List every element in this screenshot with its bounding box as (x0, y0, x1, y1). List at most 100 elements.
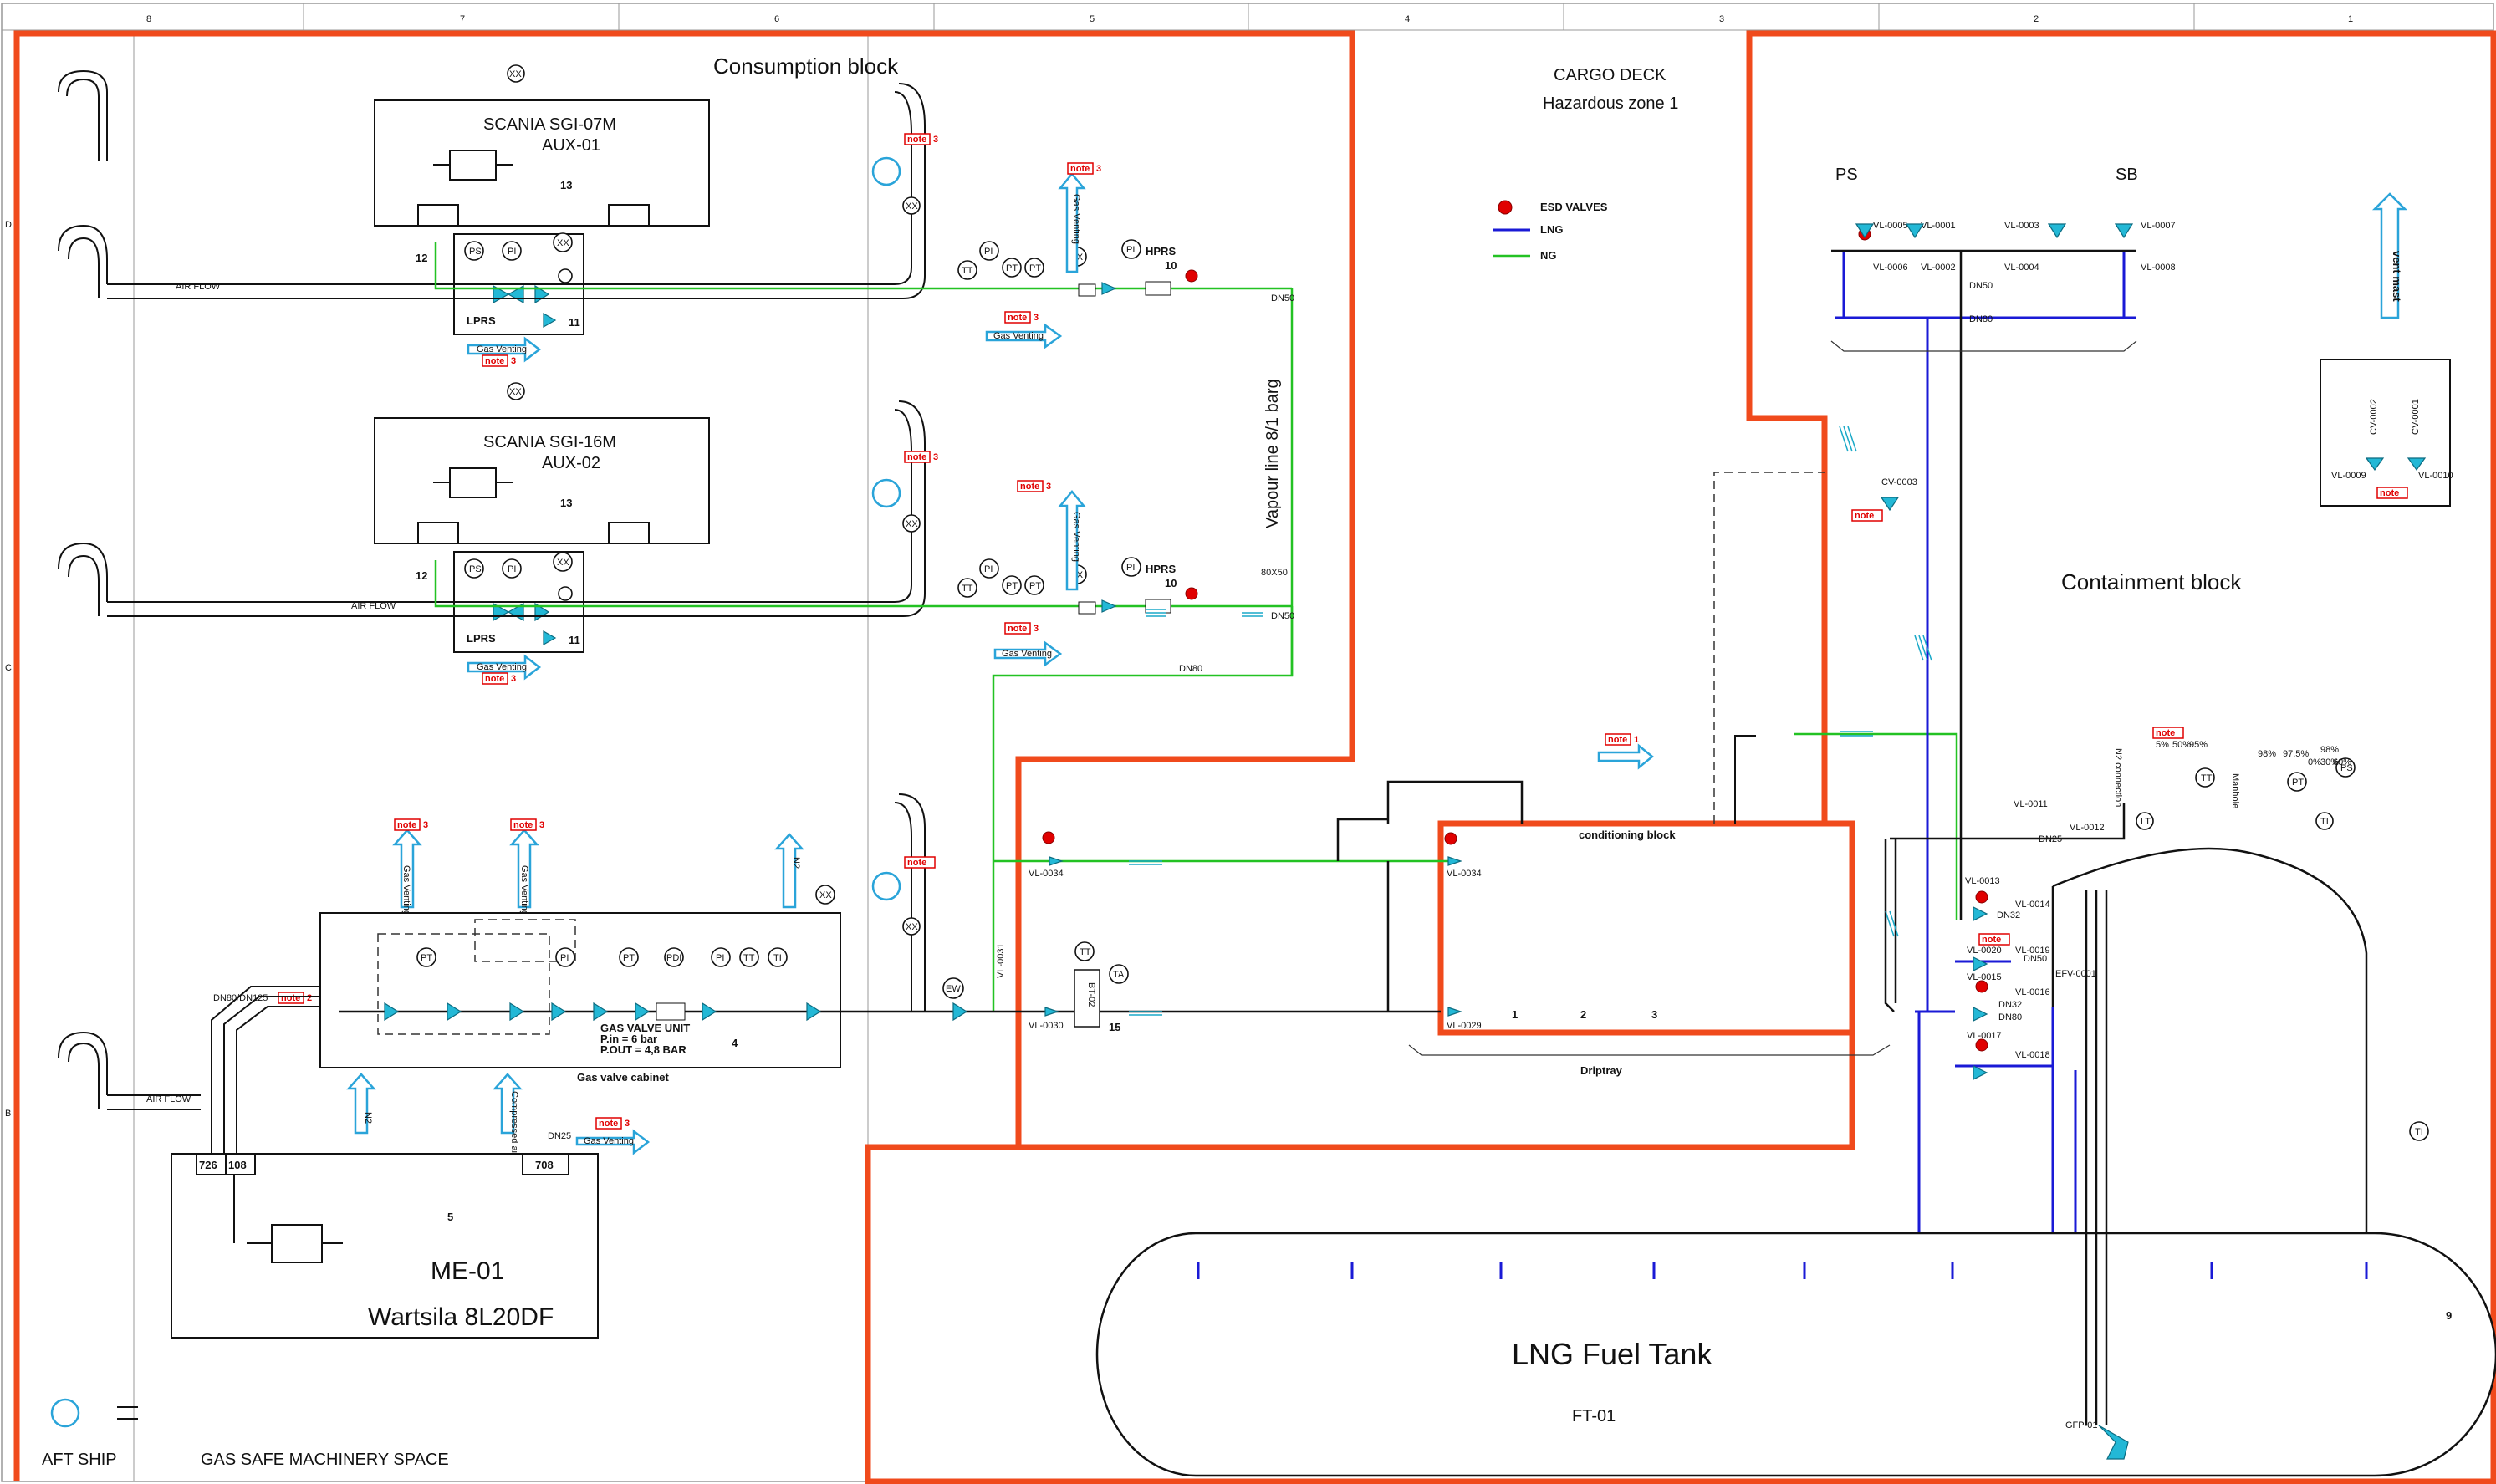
svg-text:TT: TT (1080, 947, 1091, 957)
tank-pump (2098, 1425, 2129, 1460)
ng-lines (434, 242, 1958, 1012)
air-ducts (58, 69, 926, 1420)
gvu-cabinet-label: Gas valve cabinet (577, 1071, 670, 1084)
svg-text:VL-0019: VL-0019 (2015, 946, 2050, 956)
gas-valve-cabinet: GAS VALVE UNIT P.in = 6 bar P.OUT = 4,8 … (213, 885, 1018, 1141)
svg-text:726: 726 (199, 1159, 217, 1171)
svg-text:note: note (281, 993, 300, 1003)
svg-text:VL-0020: VL-0020 (1967, 946, 2002, 956)
svg-text:note: note (485, 356, 504, 366)
fan-aft (50, 1398, 80, 1428)
lng-lines (1198, 251, 2375, 1405)
svg-text:CV-0003: CV-0003 (1881, 477, 1917, 487)
svg-text:VL-0002: VL-0002 (1921, 263, 1956, 273)
aux-engine-1: XX SCANIA SGI-07M AUX-01 13 12 LPRS 11 P… (374, 64, 710, 335)
svg-text:CV-0002: CV-0002 (2369, 399, 2379, 435)
svg-text:DN50: DN50 (1271, 611, 1294, 621)
svg-text:Gas Venting: Gas Venting (1071, 194, 1081, 244)
svg-text:VL-0007: VL-0007 (2141, 221, 2176, 231)
svg-text:VL-0008: VL-0008 (2141, 263, 2176, 273)
svg-text:30%: 30% (2320, 757, 2339, 767)
cargo-deck-label: CARGO DECK (1554, 66, 1667, 84)
tank-id: FT-01 (1572, 1407, 1616, 1425)
ruler-8: 8 (146, 14, 151, 24)
lprs-1-label: LPRS (467, 314, 496, 327)
svg-text:VL-0004: VL-0004 (2004, 263, 2039, 273)
hazard-zone-outline (1015, 759, 1855, 1150)
tank-tag: 9 (2446, 1309, 2452, 1322)
svg-text:10: 10 (1165, 259, 1177, 272)
svg-text:708: 708 (535, 1159, 554, 1171)
svg-text:PI: PI (984, 564, 993, 574)
svg-text:VL-0031: VL-0031 (996, 943, 1006, 978)
svg-text:DN25: DN25 (548, 1131, 571, 1141)
svg-text:15: 15 (1109, 1021, 1120, 1033)
vent-fans: XX XX XX (50, 156, 921, 1428)
svg-text:TT: TT (962, 266, 973, 276)
main-engine-model: Wartsila 8L20DF (368, 1303, 554, 1331)
fan-3 (871, 871, 901, 901)
svg-text:50%: 50% (2172, 740, 2191, 750)
svg-text:VL-0018: VL-0018 (2015, 1050, 2050, 1060)
svg-text:80X50: 80X50 (1261, 568, 1288, 578)
svg-text:3: 3 (511, 674, 516, 684)
svg-text:PI: PI (1126, 563, 1135, 573)
svg-text:note: note (599, 1119, 618, 1129)
svg-text:BT-02: BT-02 (1086, 982, 1096, 1007)
sb-label: SB (2116, 166, 2138, 184)
tank-dome: VL-0011 VL-0012 VL-0013 VL-0014 VL-0020 … (1884, 740, 2429, 1233)
n2-arrows: N2 Compressed air N2 (346, 833, 804, 1156)
svg-text:note: note (2156, 728, 2175, 738)
svg-text:95%: 95% (2189, 740, 2208, 750)
svg-text:11: 11 (569, 634, 580, 646)
main-engine-body (171, 1153, 599, 1339)
svg-text:AIR FLOW: AIR FLOW (146, 1094, 191, 1104)
svg-text:XX: XX (906, 201, 918, 212)
svg-text:PT: PT (623, 953, 635, 963)
aux-engine-1-name: SCANIA SGI-07M (483, 115, 616, 134)
consumption-block-title: Consumption block (713, 54, 899, 79)
svg-text:Gas Venting: Gas Venting (1071, 512, 1081, 562)
svg-text:DN32: DN32 (1997, 910, 2020, 920)
vent-mast-label: vent mast (2391, 251, 2403, 302)
svg-text:TI: TI (773, 953, 782, 963)
svg-text:N2: N2 (791, 857, 801, 869)
svg-text:AIR FLOW: AIR FLOW (176, 282, 221, 292)
hazardous-zone-label: Hazardous zone 1 (1543, 94, 1678, 113)
svg-text:VL-0034: VL-0034 (1029, 869, 1064, 879)
block-boundaries (13, 30, 2496, 1484)
gas-safe-space-label: GAS SAFE MACHINERY SPACE (201, 1451, 449, 1469)
svg-text:0%: 0% (2308, 757, 2321, 767)
svg-text:2: 2 (307, 993, 312, 1003)
vapour-line-label: Vapour line 8/1 barg (1263, 379, 1282, 528)
hprs-2-label: HPRS (1146, 563, 1176, 575)
aux-engine-1-id: AUX-01 (542, 136, 600, 155)
svg-text:Gas Venting: Gas Venting (477, 662, 527, 672)
svg-text:3: 3 (1034, 313, 1039, 323)
hprs-1-label: HPRS (1146, 245, 1176, 258)
tank-shell (1095, 1232, 2496, 1477)
svg-text:PI: PI (508, 564, 516, 574)
side-ruler-c: C (5, 663, 12, 673)
svg-text:note: note (397, 820, 416, 830)
svg-text:XX: XX (509, 69, 522, 79)
legend-ng-label: NG (1540, 249, 1557, 262)
svg-text:VL-0005: VL-0005 (1873, 221, 1908, 231)
svg-text:PS: PS (2340, 763, 2353, 773)
svg-text:60%: 60% (2333, 757, 2351, 767)
svg-text:note: note (1608, 735, 1627, 745)
main-engine-name: ME-01 (431, 1257, 504, 1285)
ruler-2: 2 (2034, 14, 2039, 24)
aux-engine-2: XX SCANIA SGI-16M AUX-02 13 12 LPRS 11 P… (374, 382, 710, 653)
svg-text:VL-0006: VL-0006 (1873, 263, 1908, 273)
aux-engine-1-tag: 13 (560, 179, 572, 191)
aft-ship-label: AFT SHIP (42, 1451, 117, 1469)
svg-text:note: note (1855, 511, 1874, 521)
svg-text:DN80: DN80 (1179, 664, 1202, 674)
svg-text:PI: PI (984, 247, 993, 257)
legend-lng-label: LNG (1540, 223, 1563, 236)
manifold: PS SB VL-0005 VL-0006 VL-0001 VL-0002 VL… (1830, 166, 2176, 920)
svg-text:N2 connection: N2 connection (2113, 748, 2123, 807)
svg-text:note: note (1020, 482, 1039, 492)
